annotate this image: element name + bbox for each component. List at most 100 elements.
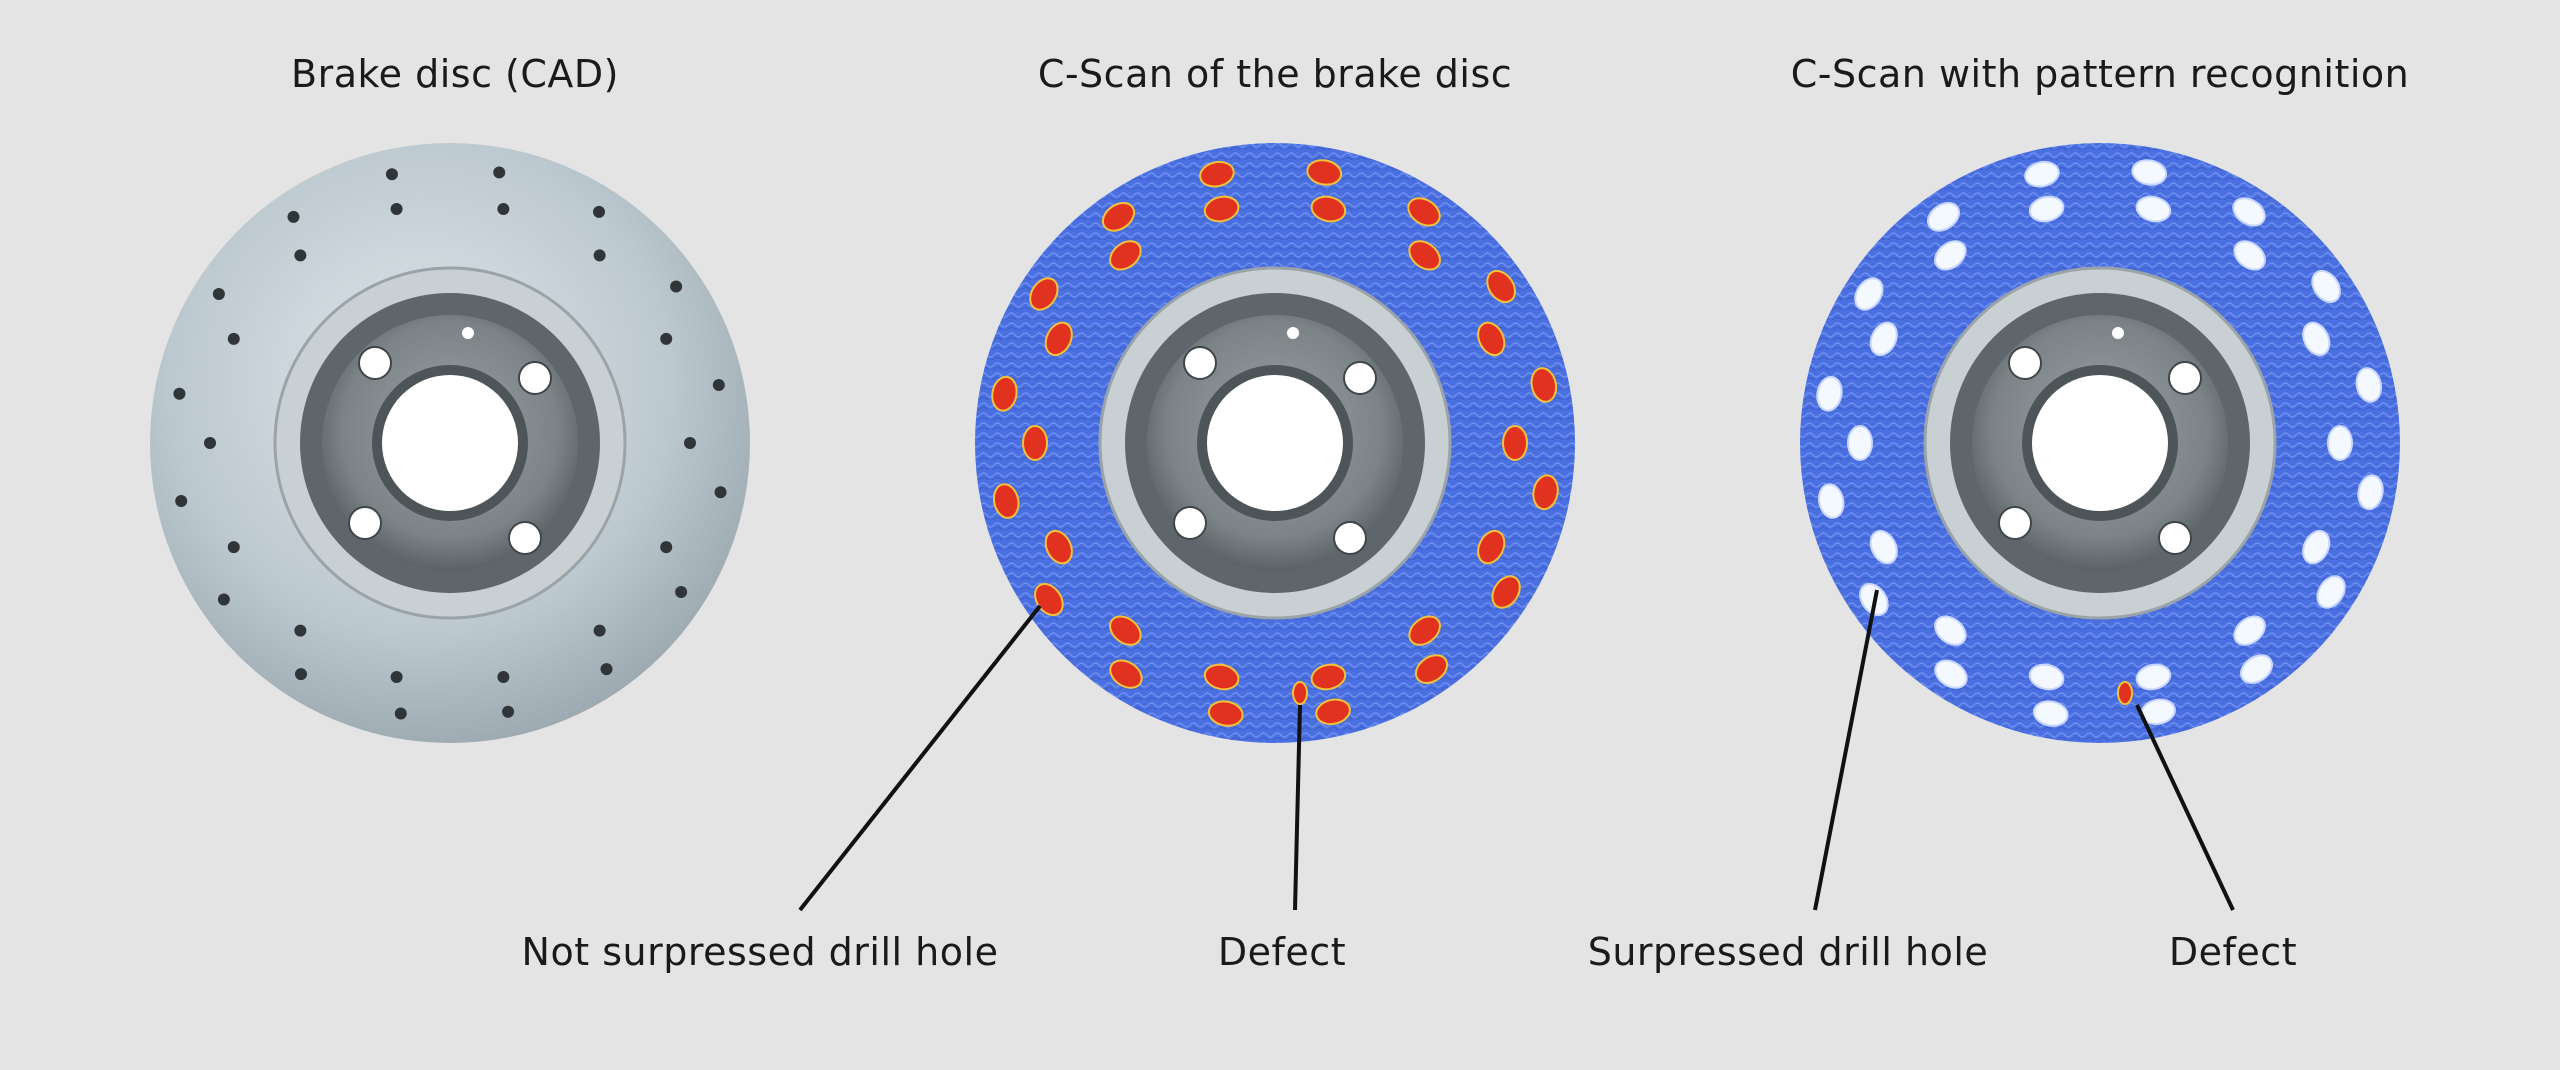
drill-hole-red [1486,269,1516,304]
bolt-hole [1183,346,1217,380]
bolt-hole [1333,521,1367,555]
center-bore [1207,375,1343,511]
drill-hole-red [1315,698,1351,726]
drill-hole-suppressed [2233,240,2266,271]
drill-hole-red [1101,202,1136,232]
drill-hole [660,541,673,554]
bolt-hole [348,506,382,540]
bolt-hole [2168,361,2202,395]
drill-hole [712,378,725,391]
drill-hole-red [1477,321,1506,357]
drill-hole [212,287,225,300]
drill-hole-suppressed [2316,575,2346,609]
drill-hole [394,707,407,720]
drill-hole [173,387,186,400]
drill-hole [675,586,688,599]
drill-hole-red [1029,277,1059,311]
drill-hole-red [1199,160,1235,188]
cscan-pattern-recognition-image [1800,143,2400,743]
drill-hole-suppressed [2327,425,2353,461]
drill-hole [493,166,506,179]
drill-hole-red [1203,195,1240,223]
drill-hole-suppressed [2024,160,2060,188]
drill-hole [227,541,240,554]
defect-marker [1292,681,1308,705]
title-cscan: C-Scan of the brake disc [1037,52,1513,96]
drill-hole-red [991,375,1018,412]
drill-hole-red [1407,197,1441,227]
brake-disc-cad-image [150,143,750,743]
leader-line-not-suppressed [798,604,1042,912]
bolt-hole [2008,346,2042,380]
drill-hole-suppressed [2302,529,2331,565]
label-defect-pattern: Defect [2168,930,2298,974]
pin-hole [2112,327,2124,339]
pin-hole [1287,327,1299,339]
drill-hole-suppressed [1869,321,1898,357]
drill-hole-suppressed [2233,615,2266,646]
drill-hole-red [1044,529,1073,565]
drill-hole [385,168,398,181]
drill-hole-red [1491,575,1521,609]
bolt-hole [1173,506,1207,540]
drill-hole-red [1502,425,1528,461]
drill-hole-suppressed [1934,240,1967,271]
label-not-suppressed-drill-hole: Not surpressed drill hole [521,930,999,974]
drill-hole [497,203,510,216]
drill-hole-suppressed [1816,375,1843,412]
drill-hole [497,670,510,683]
drill-hole [593,249,606,262]
drill-hole-suppressed [2302,321,2331,357]
drill-hole [294,668,307,681]
bolt-hole [1343,361,1377,395]
drill-hole-red [1310,195,1347,223]
center-bore [382,375,518,511]
drill-hole [175,495,188,508]
drill-hole-red [1109,659,1143,689]
drill-hole-suppressed [2135,663,2172,691]
drill-hole [502,705,515,718]
drill-hole-suppressed [2131,159,2168,186]
drill-hole-red [1408,240,1441,271]
leader-line-defect-2 [2135,704,2235,911]
drill-hole-red [1306,159,1343,186]
drill-hole-suppressed [2239,654,2274,684]
drill-hole-suppressed [1926,202,1961,232]
drill-hole-suppressed [2311,269,2341,304]
label-suppressed-drill-hole: Surpressed drill hole [1587,930,1989,974]
drill-hole [714,486,727,499]
drill-hole-red [1408,615,1441,646]
bolt-hole [2158,521,2192,555]
drill-hole-red [1310,663,1347,691]
drill-hole-red [1477,529,1506,565]
drill-hole-suppressed [2355,367,2383,403]
title-cscan-pattern-recognition: C-Scan with pattern recognition [1790,52,2410,96]
drill-hole [217,593,230,606]
drill-hole-suppressed [2032,700,2069,727]
drill-hole [227,332,240,345]
drill-hole-suppressed [2135,195,2172,223]
drill-hole-suppressed [1934,615,1967,646]
drill-hole-red [1109,240,1142,271]
center-bore [2032,375,2168,511]
defect-marker [2117,681,2133,705]
drill-hole-suppressed [2232,197,2266,227]
drill-hole-red [1044,321,1073,357]
drill-hole-suppressed [1847,425,1873,461]
drill-hole [390,203,403,216]
drill-hole-suppressed [1854,277,1884,311]
drill-hole [660,332,673,345]
drill-hole [600,663,613,676]
drill-hole [294,249,307,262]
leader-line-defect-1 [1293,704,1302,911]
title-brake-disc-cad: Brake disc (CAD) [291,52,619,96]
cscan-image [975,143,1575,743]
drill-hole-suppressed [1869,529,1898,565]
drill-hole-suppressed [1934,659,1968,689]
drill-hole-red [1022,425,1048,461]
bolt-hole [1998,506,2032,540]
drill-hole-red [1530,367,1558,403]
drill-hole-red [1203,663,1240,691]
bolt-hole [508,521,542,555]
